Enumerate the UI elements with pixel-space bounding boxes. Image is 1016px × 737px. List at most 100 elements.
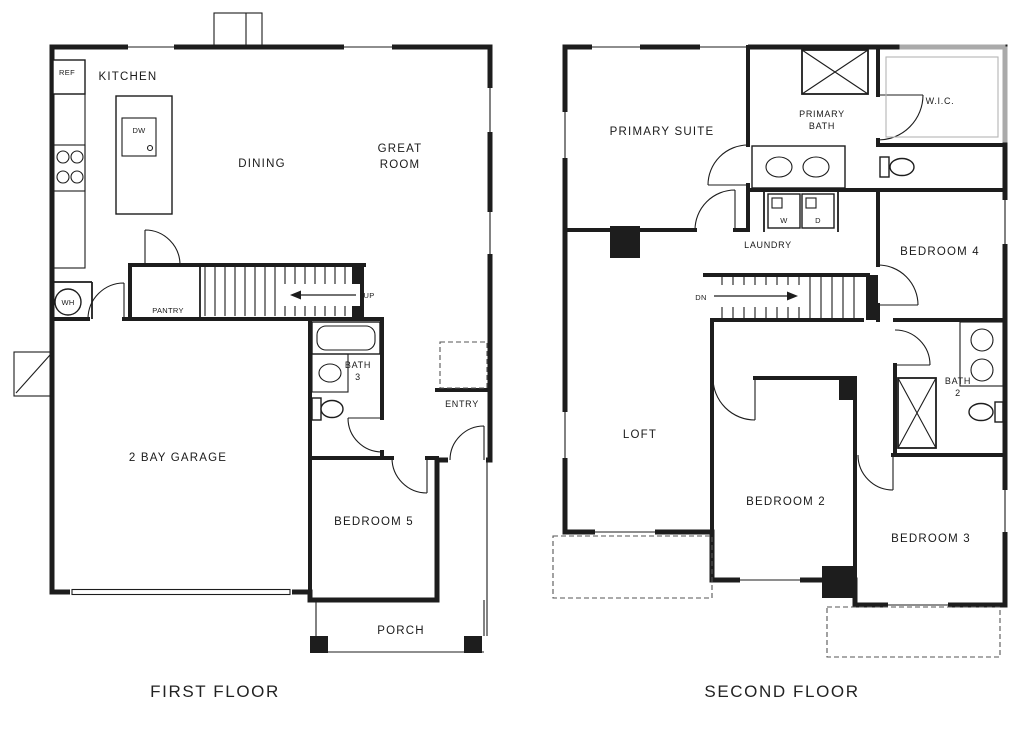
washer-label: W <box>780 216 788 225</box>
shower-icon <box>897 377 937 449</box>
kitchen-island <box>115 95 173 215</box>
bedroom3-label: BEDROOM 3 <box>891 533 971 545</box>
dw-label: DW <box>132 126 146 135</box>
bathtub-icon <box>311 321 381 355</box>
first-floor-interior-walls <box>50 263 492 602</box>
dryer-label: D <box>815 216 821 225</box>
first-floor-stairs: UP <box>204 265 374 318</box>
closet-partitions <box>52 265 201 319</box>
second-floor-stairs: DN <box>688 277 855 318</box>
porch-label: PORCH <box>377 625 425 637</box>
garage-door-icon <box>71 588 291 596</box>
wic-optional-walls <box>899 44 1008 143</box>
sink-icon <box>970 328 994 352</box>
primary-bath-label-line2: BATH <box>809 121 835 131</box>
wic-door-arc <box>877 94 924 141</box>
bedroom5-door-arc <box>391 457 428 494</box>
sink-icon <box>970 358 994 382</box>
garage-door-gap <box>70 587 292 597</box>
bath2-door-arc <box>894 329 931 366</box>
water-heater-icon <box>54 288 82 316</box>
bedroom5-label: BEDROOM 5 <box>334 516 414 528</box>
side-bump-out <box>13 351 53 397</box>
suite-wall-mass <box>610 226 640 258</box>
up-arrow-head <box>290 290 301 300</box>
bath3-fixtures <box>311 321 381 421</box>
first-floor-title: FIRST FLOOR <box>150 682 280 701</box>
great-room-label-line1: GREAT <box>378 143 423 155</box>
garage-entry-door-arc <box>87 282 125 320</box>
primary-bath-door-arc <box>707 144 749 186</box>
front-door-gap <box>448 455 486 465</box>
bedroom2-wall-mass <box>839 376 857 400</box>
window-glass-lines <box>128 46 491 254</box>
dishwasher-icon <box>121 117 157 157</box>
bath2-fixtures <box>897 321 1004 449</box>
bath3-label-line2: 3 <box>355 372 361 382</box>
primary-suite-door-arc <box>694 189 736 231</box>
second-floor-title: SECOND FLOOR <box>704 682 859 701</box>
laundry-label: LAUNDRY <box>744 240 792 250</box>
entry-label: ENTRY <box>445 399 479 409</box>
front-door-arc <box>449 425 485 461</box>
toilet-icon <box>879 156 915 178</box>
second-floor-windows <box>560 42 1010 610</box>
garage-label: 2 BAY GARAGE <box>129 452 227 464</box>
toilet-icon <box>311 397 344 421</box>
refrigerator-icon <box>52 59 86 95</box>
toilet-icon <box>968 401 1004 423</box>
chimney-outline <box>213 12 263 48</box>
bath2-vanity <box>959 321 1004 387</box>
wic-shelving <box>885 56 999 138</box>
primary-suite-label: PRIMARY SUITE <box>610 126 715 138</box>
shower-icon <box>801 49 869 95</box>
stair-wall-mass <box>866 275 878 320</box>
kitchen-label: KITCHEN <box>99 71 158 83</box>
roof-outline-dashed <box>552 535 713 599</box>
sink-icon <box>318 363 342 383</box>
bedroom4-door-arc <box>877 264 919 306</box>
kitchen-fixtures: REF DW <box>52 59 173 269</box>
primary-bath-label-line1: PRIMARY <box>799 109 845 119</box>
dryer-icon <box>801 193 835 229</box>
dn-arrow-head <box>787 291 798 301</box>
laundry-fixtures: W D <box>767 193 835 229</box>
second-floor-door-arcs <box>694 94 931 491</box>
first-floor-door-arcs <box>87 229 485 494</box>
stove-icon <box>52 144 86 192</box>
window-glass-lines <box>564 46 1006 606</box>
dn-label: DN <box>695 293 706 302</box>
bedroom3-door-arc <box>857 454 894 491</box>
ref-label: REF <box>59 68 75 77</box>
bath2-label-line1: BATH <box>945 376 971 386</box>
bedroom4-label: BEDROOM 4 <box>900 246 980 258</box>
pantry-door-arc <box>144 229 181 266</box>
wh-label: WH <box>61 298 74 307</box>
up-label: UP <box>363 291 374 300</box>
sink-drain-icon <box>146 144 154 152</box>
sink-icon <box>802 156 830 178</box>
bedroom2-label: BEDROOM 2 <box>746 496 826 508</box>
bath2-label-line2: 2 <box>955 388 961 398</box>
entry-optional-dashed <box>439 341 488 389</box>
second-floor-plan: DN W D <box>552 42 1010 701</box>
primary-bath-fixtures <box>751 49 915 189</box>
bedroom2-door-arc <box>712 377 756 421</box>
loft-label: LOFT <box>623 429 657 441</box>
porch-outline <box>310 462 488 653</box>
first-floor-plan: UP REF DW WH <box>13 12 495 701</box>
dining-label: DINING <box>238 158 285 170</box>
kitchen-counter <box>52 93 86 269</box>
roof-outline-dashed <box>826 606 1001 658</box>
bedroom2-corner-mass <box>822 566 855 598</box>
porch-post <box>464 636 482 653</box>
side-bump-out-door <box>15 354 51 394</box>
pantry-label: PANTRY <box>152 306 184 315</box>
bath3-door-arc <box>347 417 383 453</box>
bath3-vanity <box>311 353 349 393</box>
sink-icon <box>765 156 793 178</box>
washer-icon <box>767 193 801 229</box>
wic-label: W.I.C. <box>926 96 955 106</box>
first-floor-windows <box>128 42 495 254</box>
